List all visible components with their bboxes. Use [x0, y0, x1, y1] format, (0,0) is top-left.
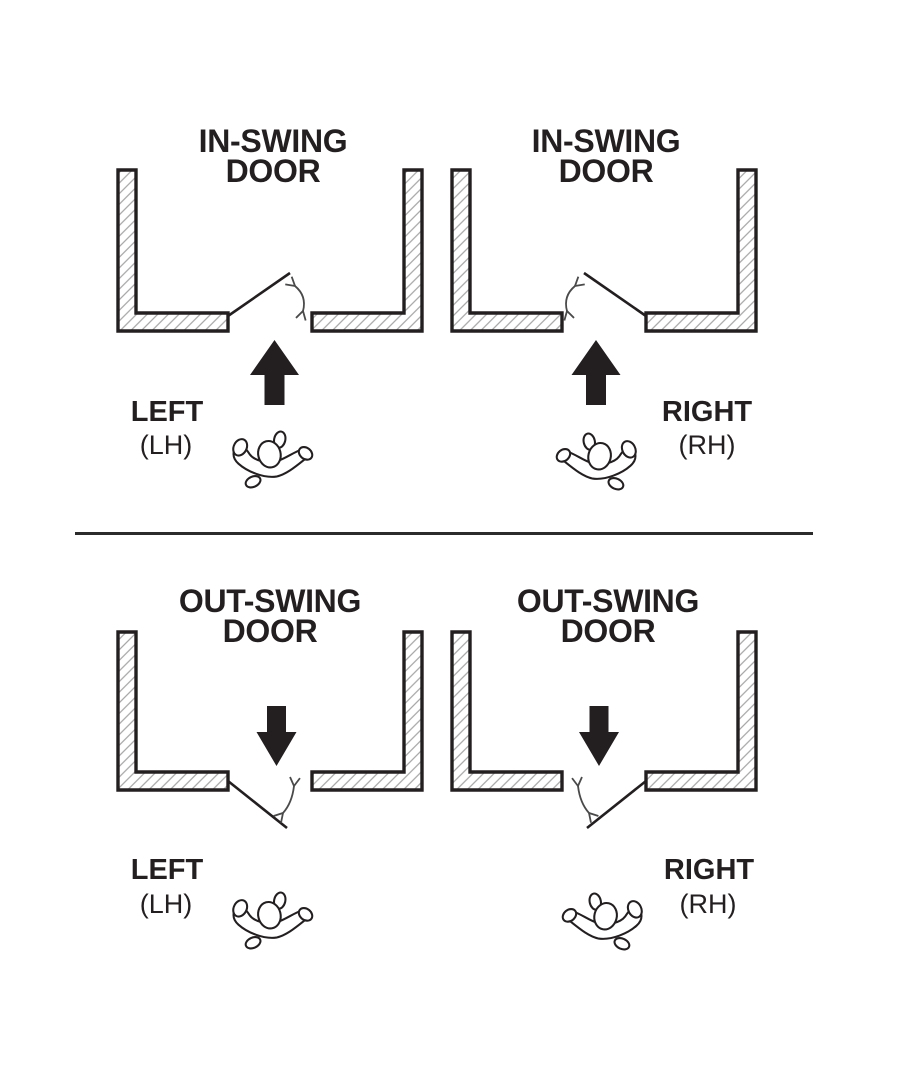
- wall-right: [644, 630, 758, 792]
- quadrant-title-line2: DOOR: [560, 613, 656, 649]
- hand-label: RIGHT: [661, 396, 753, 428]
- door-swing-arc-icon: [563, 276, 585, 321]
- quadrant-art-out-swing-right: [450, 630, 758, 953]
- hand-label: LEFT: [130, 854, 204, 886]
- door-leaf: [586, 779, 647, 830]
- quadrant-title-line1: IN-SWING: [531, 123, 681, 159]
- hand-abbreviation: (RH): [678, 430, 736, 460]
- door-leaf: [583, 271, 647, 318]
- wall-right: [310, 630, 424, 792]
- quadrant-title: IN-SWING DOOR: [531, 123, 681, 189]
- wall-left: [116, 168, 230, 333]
- quadrant-title-line1: IN-SWING: [198, 123, 348, 159]
- quadrant-title: IN-SWING DOOR: [198, 123, 348, 189]
- door-swing-arc-icon: [285, 276, 307, 321]
- person-top-view-icon: [229, 429, 316, 491]
- quadrant-art-out-swing-left: [116, 630, 424, 952]
- hand-abbreviation: (LH): [139, 430, 193, 460]
- hand-abbreviation: (LH): [139, 889, 193, 919]
- quadrant-title-line1: OUT-SWING: [516, 583, 700, 619]
- direction-arrow-down-icon: [256, 706, 297, 766]
- quadrant-title-line1: OUT-SWING: [178, 583, 362, 619]
- person-top-view-icon: [553, 431, 640, 493]
- door-swing-arc-icon: [273, 776, 301, 823]
- wall-right: [310, 168, 424, 333]
- quadrant-title: OUT-SWING DOOR: [516, 583, 700, 649]
- wall-right: [644, 168, 758, 333]
- quadrant-title-line2: DOOR: [222, 613, 318, 649]
- wall-left: [116, 630, 230, 792]
- direction-arrow-up-icon: [250, 340, 299, 405]
- door-leaf: [227, 779, 288, 830]
- hand-abbreviation: (RH): [679, 889, 737, 919]
- person-top-view-icon: [559, 891, 646, 953]
- direction-arrow-up-icon: [571, 340, 621, 405]
- door-leaf: [227, 271, 291, 318]
- wall-left: [450, 630, 564, 792]
- hand-label: RIGHT: [663, 854, 755, 886]
- quadrant-art-in-swing-left: [116, 168, 424, 491]
- quadrant-art-in-swing-right: [450, 168, 758, 493]
- wall-left: [450, 168, 564, 333]
- door-swing-arc-icon: [571, 776, 599, 823]
- person-top-view-icon: [229, 890, 316, 952]
- direction-arrow-down-icon: [579, 706, 619, 766]
- quadrant-title-line2: DOOR: [225, 153, 321, 189]
- quadrant-title-line2: DOOR: [558, 153, 654, 189]
- quadrant-title: OUT-SWING DOOR: [178, 583, 362, 649]
- hand-label: LEFT: [130, 396, 204, 428]
